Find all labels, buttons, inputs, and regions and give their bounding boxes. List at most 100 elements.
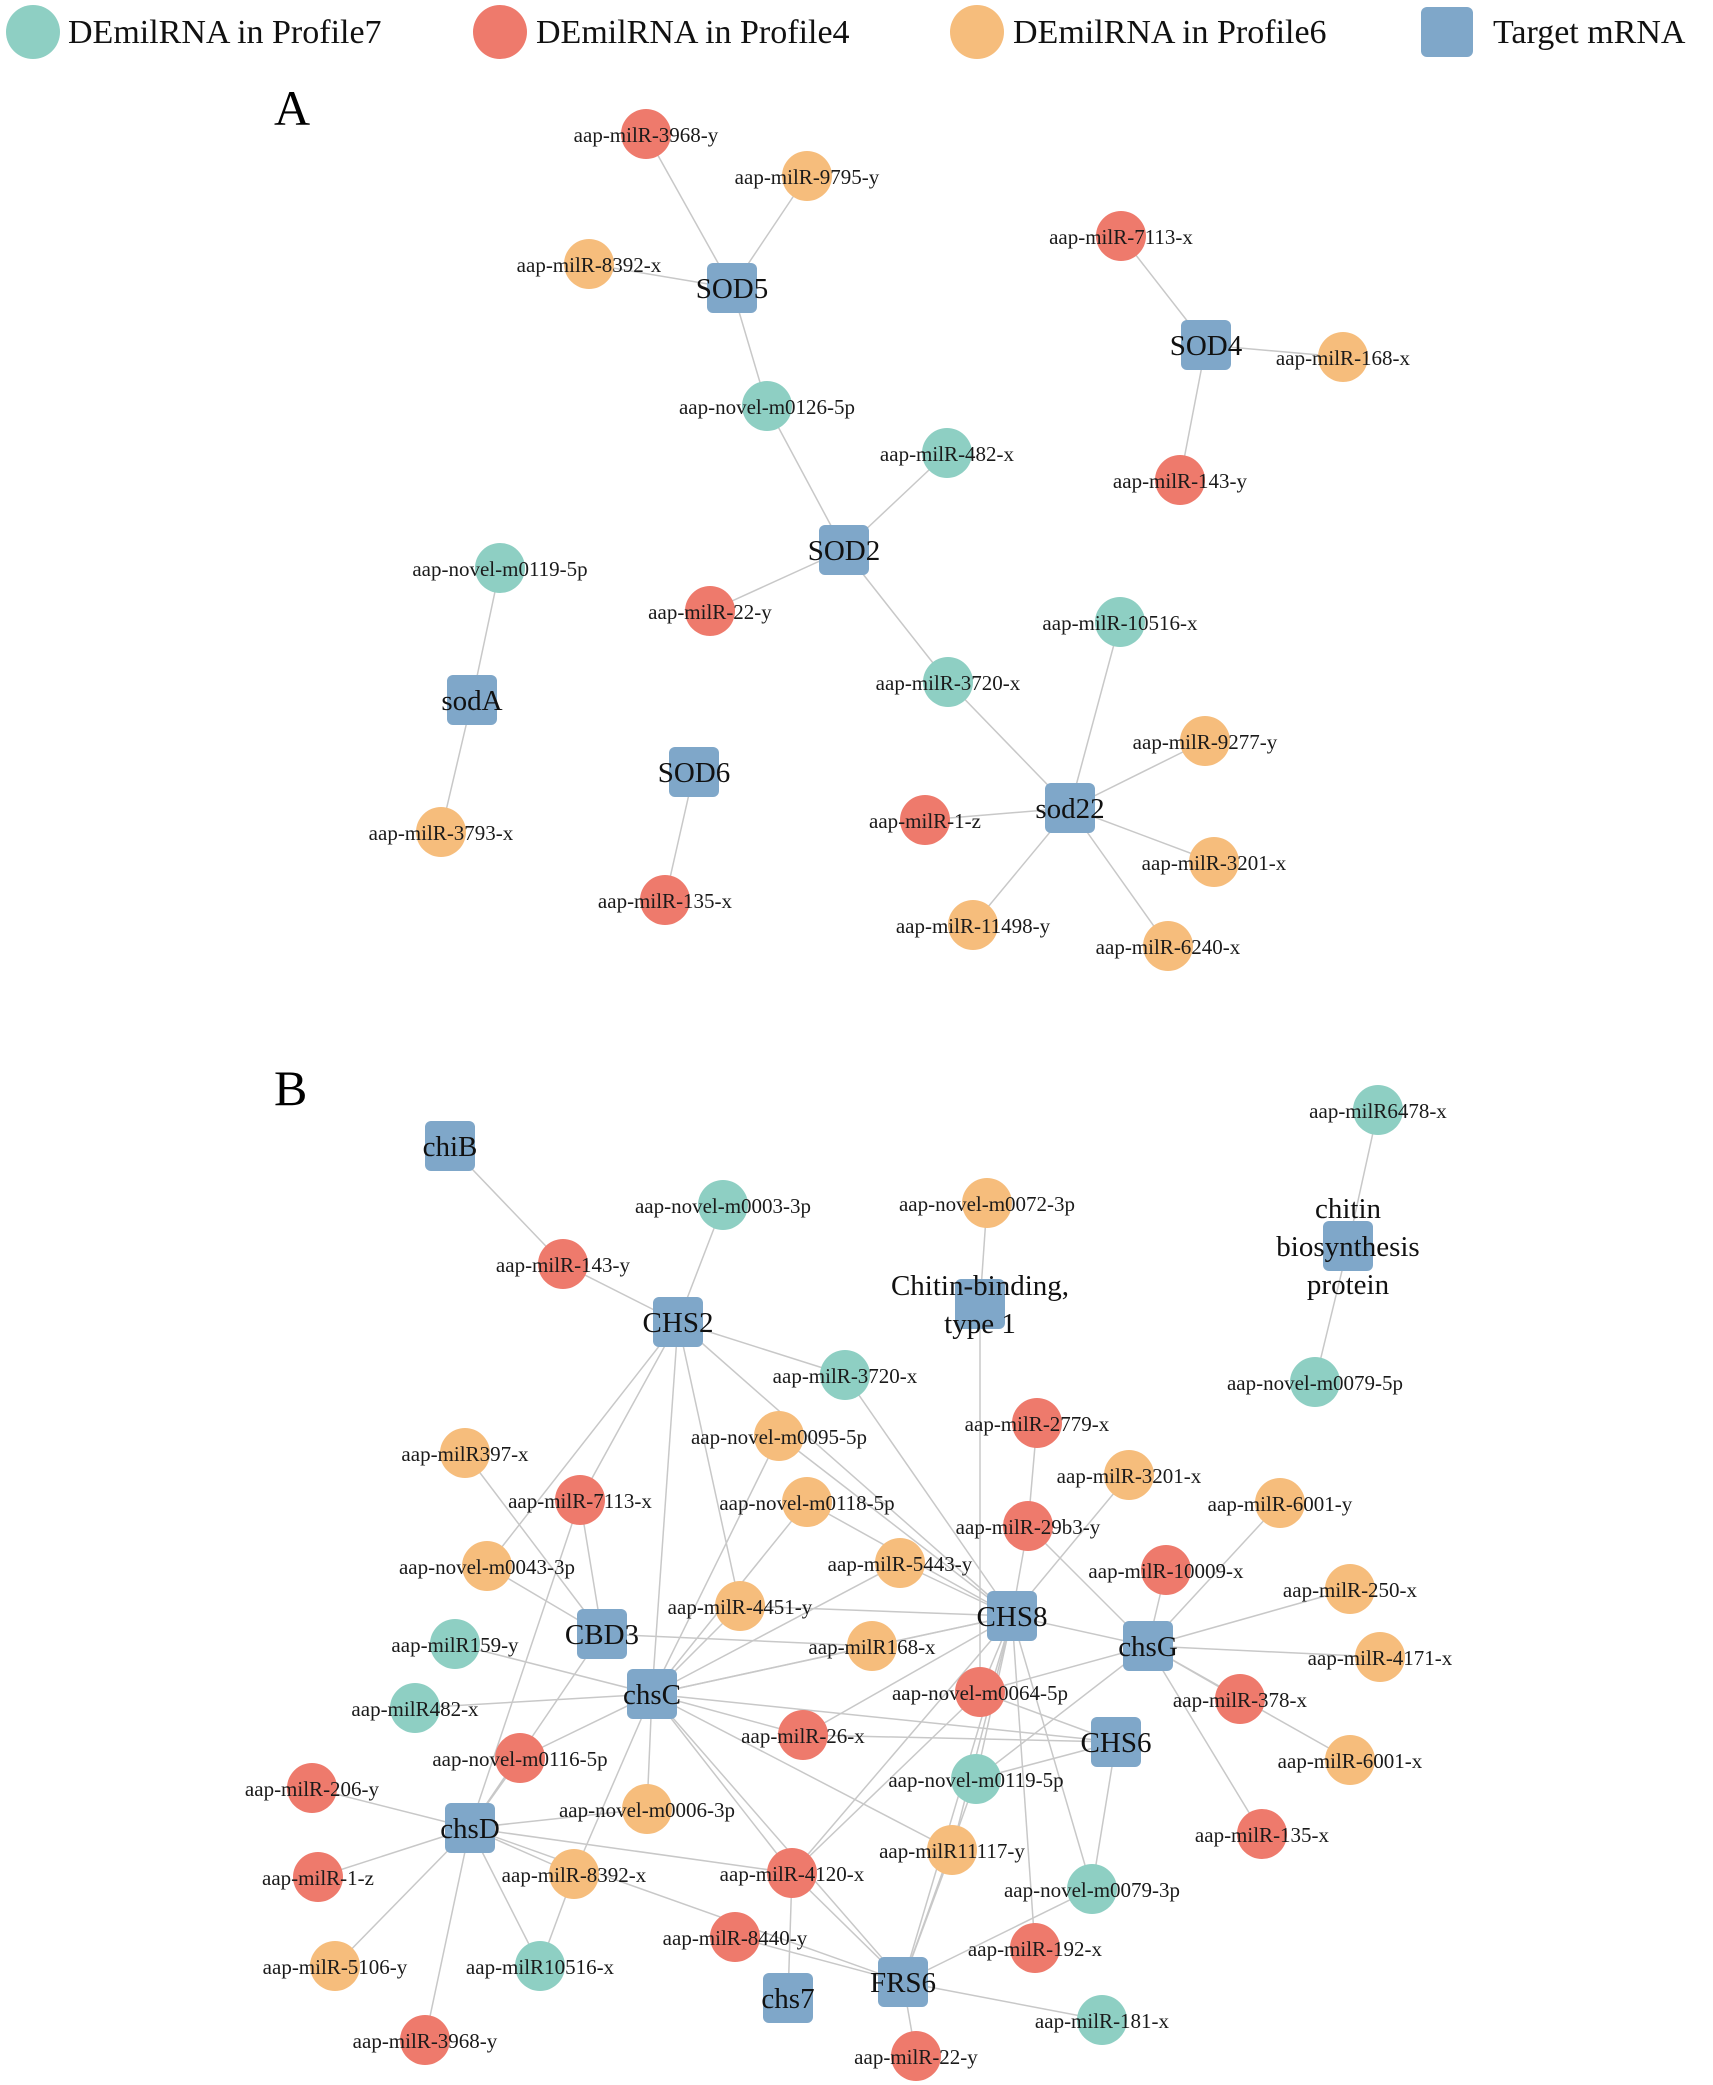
legend-swatch-profile4 <box>473 5 527 59</box>
mirna-label-b-m0043: aap-novel-m0043-3p <box>399 1555 575 1579</box>
mirna-label-b-3968y: aap-milR-3968-y <box>353 2029 498 2053</box>
mirna-node-a-143y <box>1155 455 1205 505</box>
target-node-b-chs8 <box>987 1591 1037 1641</box>
mirna-node-a-135x <box>640 875 690 925</box>
mirna-node-a-482x <box>922 428 972 478</box>
mirna-label-b-22y: aap-milR-22-y <box>854 2045 978 2069</box>
mirna-label-b-378x: aap-milR-378-x <box>1173 1688 1308 1712</box>
mirna-node-b-m0079-3p <box>1067 1864 1117 1914</box>
mirna-node-a-3968y <box>621 109 671 159</box>
edge-b-chsc-b-26x <box>651 1693 804 1736</box>
mirna-label-a-3720x: aap-milR-3720-x <box>876 671 1021 695</box>
mirna-label-b-6478x: aap-milR6478-x <box>1309 1099 1447 1123</box>
mirna-label-b-29b3y: aap-milR-29b3-y <box>956 1515 1101 1539</box>
mirna-node-b-5443y <box>875 1538 925 1588</box>
edge-b-chs2-b-7113x <box>579 1321 679 1501</box>
target-label-b-chib: chiB <box>423 1131 478 1163</box>
mirna-node-b-168x <box>847 1621 897 1671</box>
mirna-node-b-143y <box>538 1239 588 1289</box>
mirna-node-b-m0118 <box>782 1477 832 1527</box>
mirna-label-b-2779x: aap-milR-2779-x <box>965 1412 1110 1436</box>
mirna-label-b-m0064: aap-novel-m0064-5p <box>892 1681 1068 1705</box>
mirna-node-a-8392x <box>564 239 614 289</box>
mirna-label-b-8440y: aap-milR-8440-y <box>663 1926 808 1950</box>
mirna-label-b-26x: aap-milR-26-x <box>741 1724 865 1748</box>
mirna-label-b-4120x: aap-milR-4120-x <box>720 1862 865 1886</box>
mirna-node-b-250x <box>1325 1564 1375 1614</box>
target-label-a-sod4: SOD4 <box>1170 330 1243 362</box>
target-node-a-sod2 <box>819 525 869 575</box>
edge-b-chsc-b-4120x <box>651 1693 793 1874</box>
edge-b-chs8-b-192x <box>1011 1615 1036 1949</box>
mirna-node-b-192x <box>1010 1923 1060 1973</box>
mirna-node-b-159y <box>430 1619 480 1669</box>
mirna-node-a-168x <box>1318 332 1368 382</box>
target-node-b-chs7 <box>763 1973 813 2023</box>
mirna-label-b-m0006: aap-novel-m0006-3p <box>559 1798 735 1822</box>
mirna-label-b-m0118: aap-novel-m0118-5p <box>719 1491 894 1515</box>
mirna-label-b-m0095: aap-novel-m0095-5p <box>691 1425 867 1449</box>
legend-item-profile6: DEmilRNA in Profile6 <box>950 5 1327 59</box>
mirna-node-b-m0116 <box>495 1733 545 1783</box>
mirna-label-b-168x: aap-milR168-x <box>808 1635 936 1659</box>
legend-swatch-profile6 <box>950 5 1004 59</box>
edge-b-250x-b-chsg <box>1147 1588 1351 1647</box>
target-node-b-chs6 <box>1091 1717 1141 1767</box>
mirna-label-a-9795y: aap-milR-9795-y <box>735 165 880 189</box>
edge-b-cbd3-b-168x <box>601 1633 873 1647</box>
edge-b-chsg-b-m0119 <box>975 1645 1149 1780</box>
panel-label-a: A <box>274 80 310 136</box>
mirna-label-a-7113x: aap-milR-7113-x <box>1049 225 1193 249</box>
mirna-label-b-10009x: aap-milR-10009-x <box>1088 1559 1244 1583</box>
target-label-b-chsc: chsC <box>623 1679 681 1711</box>
target-node-a-sod6 <box>669 747 719 797</box>
edge-b-chs8-b-11117y <box>951 1615 1013 1851</box>
mirna-label-b-m0119: aap-novel-m0119-5p <box>888 1768 1063 1792</box>
target-node-b-chsd <box>445 1803 495 1853</box>
mirna-label-a-168x: aap-milR-168-x <box>1276 346 1411 370</box>
edge-b-cbd3-b-chsd <box>469 1633 603 1829</box>
edge-b-chs2-b-3720x <box>677 1321 846 1376</box>
mirna-node-b-8440y <box>710 1912 760 1962</box>
target-node-b-chs2 <box>653 1297 703 1347</box>
mirna-label-b-4171x: aap-milR-4171-x <box>1308 1646 1453 1670</box>
edge-b-chs8-b-frs6 <box>902 1615 1013 1983</box>
mirna-label-a-143y: aap-milR-143-y <box>1113 469 1248 493</box>
mirna-node-a-3201x <box>1189 837 1239 887</box>
target-node-b-cbt1 <box>955 1279 1005 1329</box>
legend-item-profile7: DEmilRNA in Profile7 <box>6 5 382 59</box>
target-label-a-sod5: SOD5 <box>696 273 769 305</box>
mirna-label-a-135x: aap-milR-135-x <box>598 889 733 913</box>
mirna-node-b-26x <box>778 1710 828 1760</box>
label-layer: SOD5SOD4SOD2sodASOD6sod22aap-milR-3968-y… <box>245 123 1453 2069</box>
mirna-label-b-397x: aap-milR397-x <box>401 1442 529 1466</box>
mirna-node-b-4171x <box>1355 1632 1405 1682</box>
mirna-label-b-143y: aap-milR-143-y <box>496 1253 631 1277</box>
legend-item-profile4: DEmilRNA in Profile4 <box>473 5 850 59</box>
mirna-node-a-6240x <box>1143 921 1193 971</box>
edge-b-8440y-b-frs6 <box>734 1936 904 1983</box>
mirna-node-b-m0095 <box>754 1411 804 1461</box>
mirna-node-b-5106y <box>310 1941 360 1991</box>
mirna-label-a-1z: aap-milR-1-z <box>869 809 981 833</box>
mirna-node-b-22y <box>891 2031 941 2081</box>
mirna-node-b-397x <box>440 1428 490 1478</box>
mirna-label-b-206y: aap-milR-206-y <box>245 1777 380 1801</box>
edge-b-4451y-b-chs8 <box>739 1605 1013 1617</box>
mirna-node-a-22y <box>685 586 735 636</box>
target-label-b-chs2: CHS2 <box>643 1307 714 1339</box>
mirna-node-b-m0064 <box>955 1667 1005 1717</box>
target-label-b-chs8: CHS8 <box>977 1601 1048 1633</box>
target-label-a-sod6: SOD6 <box>658 757 731 789</box>
edge-a-10516x-a-sod22 <box>1069 621 1121 809</box>
edge-b-3720x-b-chs8 <box>844 1374 1013 1617</box>
mirna-label-b-6001x: aap-milR-6001-x <box>1278 1749 1423 1773</box>
edge-b-181x-b-frs6 <box>902 1981 1103 2021</box>
target-label-b-chs6: CHS6 <box>1081 1727 1152 1759</box>
mirna-label-a-10516x: aap-milR-10516-x <box>1042 611 1198 635</box>
target-label-a-sod2: SOD2 <box>808 535 881 567</box>
mirna-label-b-192x: aap-milR-192-x <box>968 1937 1103 1961</box>
mirna-node-b-4120x <box>767 1848 817 1898</box>
